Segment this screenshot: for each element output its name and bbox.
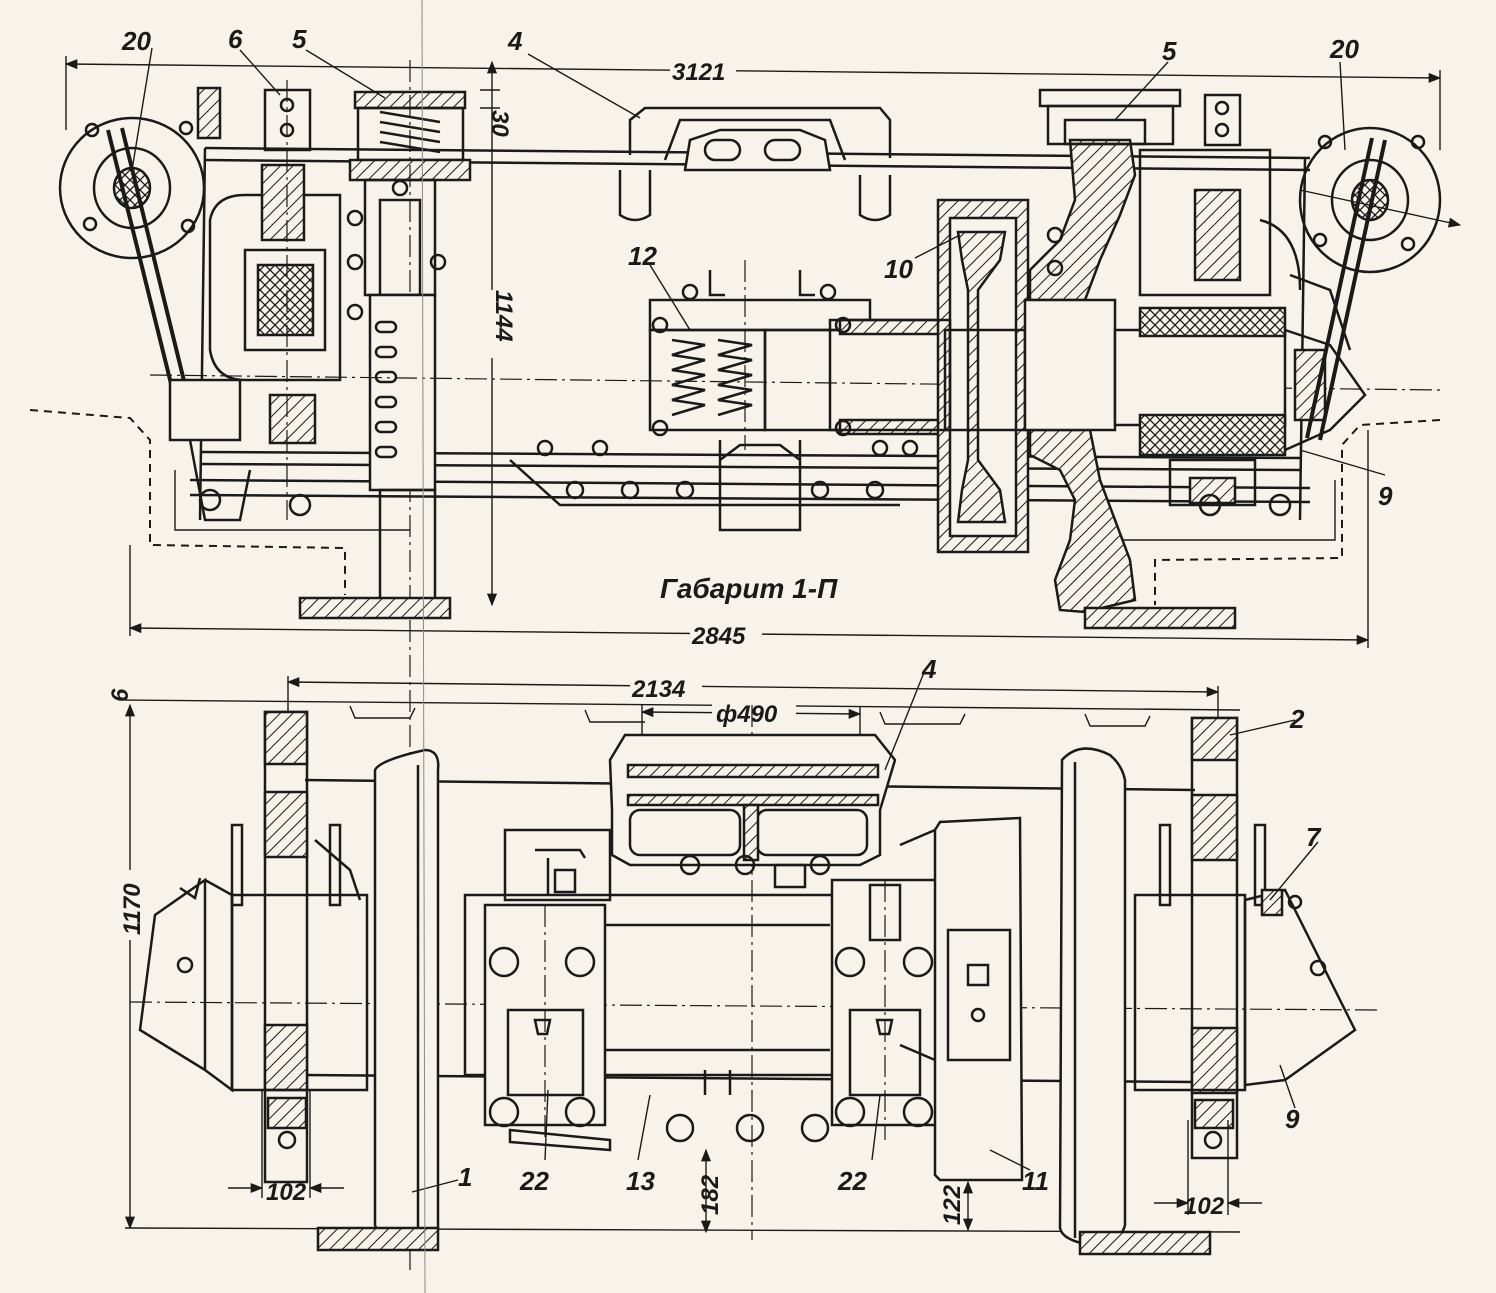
gauge-outline [29,409,1441,605]
dim-6: 6 [107,688,134,702]
right-axlebox-housing [1046,93,1302,517]
right-axle-journal [1113,273,1367,457]
dim-182: 182 [697,1174,724,1215]
dimension-overall-length: 3121 [64,56,1442,150]
dim-2845: 2845 [691,623,746,650]
right-axlebox-bottom [1133,716,1357,1160]
label-22-left: 22 [519,1166,549,1196]
central-bolster [608,733,897,867]
dimension-journal-left: 102 [228,1090,344,1206]
label-6: 6 [228,24,243,54]
dim-1144: 1144 [490,290,517,342]
dim-122: 122 [939,1184,966,1225]
top-view-callouts: 20 6 5 4 5 20 10 12 9 [121,24,1393,511]
dim-30: 30 [486,110,513,137]
dimension-wheelbase: 2134 [286,676,1220,725]
label-20-right: 20 [1329,34,1359,64]
dimension-top-offset: 6 [107,688,1241,727]
label-9-top: 9 [1378,481,1393,511]
label-20-left: 20 [121,26,151,56]
dim-1170: 1170 [119,883,146,935]
spring-right [1038,88,1182,146]
bearing-clamp-left [483,903,607,1140]
bearing-clamp-right [830,878,944,1140]
dimension-journal-right: 102 [1154,1120,1262,1220]
label-1: 1 [458,1162,472,1192]
right-wheel [1058,747,1212,1256]
dimension-base-length: 2845 [128,430,1370,650]
label-13: 13 [626,1166,655,1196]
dimension-height-top: 1144 [478,60,517,607]
label-11: 11 [1022,1166,1049,1196]
dimension-height-bottom: 1170 [116,703,1241,1233]
dimension-clearance-motor: 182 [697,1148,724,1234]
bolster-bracket [618,106,892,222]
dim-diameter-490: ф490 [716,701,778,728]
dimension-clearance-gear: 122 [939,1180,974,1232]
left-axlebox-bottom [138,710,369,1184]
label-9-bottom: 9 [1285,1104,1300,1134]
label-12: 12 [628,241,657,271]
traction-motor [463,828,947,1152]
left-wheel [316,748,440,1252]
label-4-top: 4 [507,26,523,56]
top-view: 3121 [29,24,1462,1270]
paper-fold-line [421,0,426,1293]
bottom-view-callouts: 4 2 7 9 1 22 13 22 11 [411,654,1322,1196]
dim-3121: 3121 [672,59,725,86]
label-4-bottom: 4 [921,654,937,684]
lower-bolted-bar [509,439,919,507]
dim-102-left: 102 [266,1179,307,1206]
dim-102-right: 102 [1184,1193,1225,1220]
label-5-left: 5 [292,24,307,54]
dim-2134: 2134 [631,676,685,703]
left-motor-bearing-block [208,80,342,520]
motor-suspension-spring [648,260,947,532]
left-brake-linkage [168,86,317,522]
label-5-right: 5 [1162,36,1177,66]
gear-case [936,198,1030,554]
gear-case-bottom [899,816,1024,1182]
label-7: 7 [1306,822,1322,852]
rails-top [298,596,1237,630]
label-22-right: 22 [837,1166,867,1196]
suspension-hanger [346,178,447,602]
gauge-label: Габарит 1-П [660,573,838,604]
label-2: 2 [1289,704,1305,734]
axlebox-cover-right [1298,126,1462,441]
bottom-view: 6 2134 ф490 1170 [107,654,1381,1256]
label-10: 10 [884,254,913,284]
axle-centerline-top [149,374,1441,391]
